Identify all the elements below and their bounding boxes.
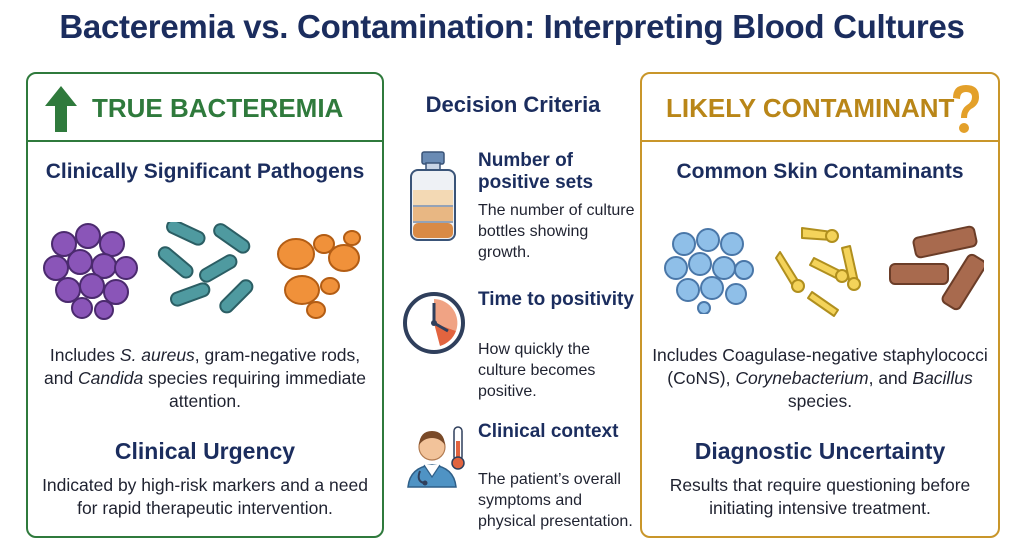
question-mark-icon: [953, 85, 979, 133]
clinical-urgency-text: Indicated by high-risk markers and a nee…: [42, 475, 368, 518]
bacillus-icon: [889, 225, 984, 311]
candida-yeast-icon: [277, 230, 361, 319]
likely-contaminant-header: LIKELY CONTAMINANT: [642, 74, 998, 142]
pathogens-description: Includes S. aureus, gram-negative rods, …: [43, 345, 366, 411]
cons-cluster-icon: [664, 228, 754, 314]
criterion-positive-sets: Number of positive sets The number of cu…: [400, 150, 640, 270]
diagnostic-uncertainty-text: Results that require questioning before …: [669, 475, 971, 518]
criterion-description: The patient’s overall symptoms and physi…: [478, 471, 633, 530]
likely-contaminant-panel: LIKELY CONTAMINANT Common Skin Contamina…: [640, 72, 1000, 538]
true-bacteremia-header: TRUE BACTEREMIA: [28, 74, 382, 142]
gram-negative-rods-icon: [157, 222, 254, 314]
diagnostic-uncertainty-title: Diagnostic Uncertainty: [694, 438, 946, 464]
contaminants-title: Common Skin Contaminants: [676, 160, 964, 183]
up-arrow-icon: [45, 86, 77, 132]
criterion-description: The number of culture bottles showing gr…: [478, 202, 635, 261]
criterion-clinical-context: Clinical context The patient’s overall s…: [400, 421, 640, 536]
contaminants-description: Includes Coagulase-negative staphylococc…: [652, 345, 988, 411]
true-bacteremia-panel: TRUE BACTEREMIA Clinically Significant P…: [26, 72, 384, 538]
criterion-title: Number of positive sets: [478, 150, 594, 193]
decision-criteria-title: Decision Criteria: [425, 92, 601, 117]
criterion-title: Time to positivity: [478, 289, 634, 310]
page-title: Bacteremia vs. Contamination: Interpreti…: [59, 8, 965, 45]
true-bacteremia-label: TRUE BACTEREMIA: [92, 93, 344, 123]
staph-cluster-icon: [43, 223, 138, 320]
clock-icon: [403, 292, 465, 354]
clinical-urgency-title: Clinical Urgency: [114, 438, 296, 464]
criterion-title: Clinical context: [478, 421, 619, 442]
likely-contaminant-label: LIKELY CONTAMINANT: [666, 93, 955, 123]
criterion-description: How quickly the culture becomes positive…: [478, 341, 596, 400]
doctor-icon: [407, 426, 465, 488]
pathogens-title: Clinically Significant Pathogens: [45, 160, 365, 183]
corynebacterium-icon: [775, 227, 861, 317]
criterion-time-to-positivity: Time to positivity How quickly the cultu…: [400, 289, 640, 400]
blood-culture-bottle-icon: [410, 151, 456, 241]
